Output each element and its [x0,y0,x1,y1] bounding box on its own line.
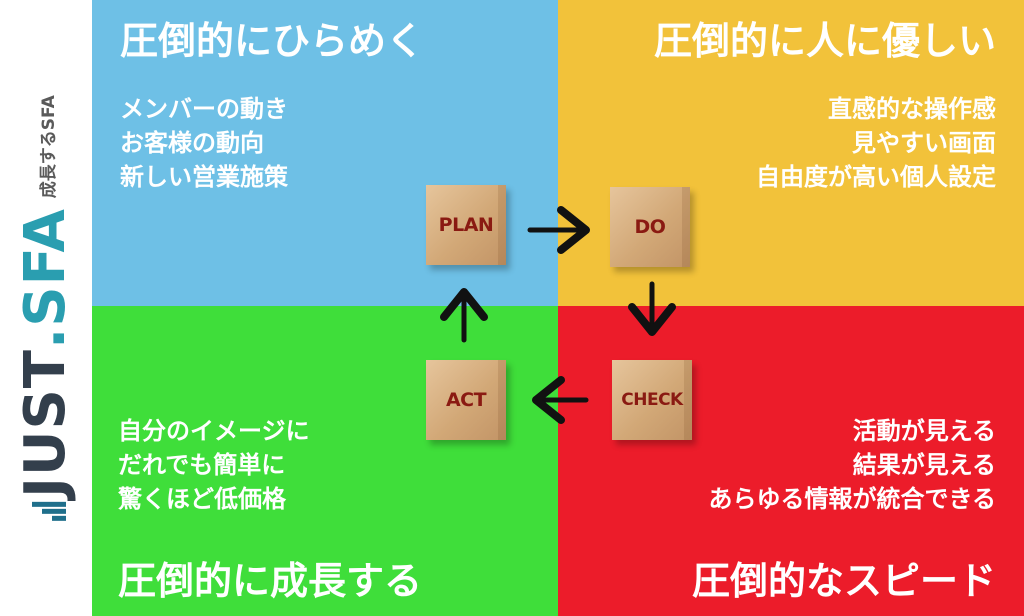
quadrant-title-bottom-left: 圧倒的に成長する [118,559,423,603]
list-item: 活動が見える [852,417,996,445]
quadrant-top-left: 圧倒的にひらめく メンバーの動き お客様の動向 新しい営業施策 [92,0,558,306]
logo-dot-text: . [13,326,78,349]
quadrant-bottom-right: 活動が見える 結果が見える あらゆる情報が統合できる 圧倒的なスピード [558,306,1024,616]
do-label: DO [634,216,666,238]
list-item: 自分のイメージに [118,417,310,445]
brand-tagline: 成長するSFA [38,95,59,199]
check-block: CHECK [612,360,692,440]
feature-list-top-left: メンバーの動き お客様の動向 新しい営業施策 [120,92,288,194]
act-block: ACT [426,360,506,440]
feature-list-top-right: 直感的な操作感 見やすい画面 自由度が高い個人設定 [756,92,996,194]
quadrant-top-right: 圧倒的に人に優しい 直感的な操作感 見やすい画面 自由度が高い個人設定 [558,0,1024,306]
act-label: ACT [445,389,487,411]
quadrant-title-top-right: 圧倒的に人に優しい [653,19,996,63]
plan-label: PLAN [438,214,494,236]
list-item: 結果が見える [852,451,996,479]
feature-list-bottom-left: 自分のイメージに だれでも簡単に 驚くほど低価格 [118,414,310,516]
list-item: あらゆる情報が統合できる [708,485,996,513]
just-sfa-logo: JUST . SFA [13,208,78,521]
quadrant-bottom-left: 自分のイメージに だれでも簡単に 驚くほど低価格 圧倒的に成長する [92,306,558,616]
check-label: CHECK [621,390,683,410]
bar-chart-icon [26,501,66,521]
plan-block: PLAN [426,185,506,265]
logo-just-text: JUST [13,349,78,498]
list-item: メンバーの動き [120,95,288,123]
list-item: 自由度が高い個人設定 [756,163,996,191]
logo-sfa-text: SFA [13,208,78,327]
feature-list-bottom-right: 活動が見える 結果が見える あらゆる情報が統合できる [708,414,996,516]
list-item: 見やすい画面 [852,129,996,157]
quadrant-title-bottom-right: 圧倒的なスピード [691,559,996,603]
list-item: 新しい営業施策 [120,163,288,191]
do-block: DO [610,187,690,267]
list-item: 直感的な操作感 [828,95,996,123]
list-item: だれでも簡単に [118,451,286,479]
quadrant-title-top-left: 圧倒的にひらめく [120,19,425,63]
list-item: 驚くほど低価格 [118,485,286,513]
brand-sidebar: JUST . SFA 成長するSFA [0,0,92,616]
brand-logo-group: JUST . SFA 成長するSFA [13,95,78,521]
list-item: お客様の動向 [120,129,264,157]
